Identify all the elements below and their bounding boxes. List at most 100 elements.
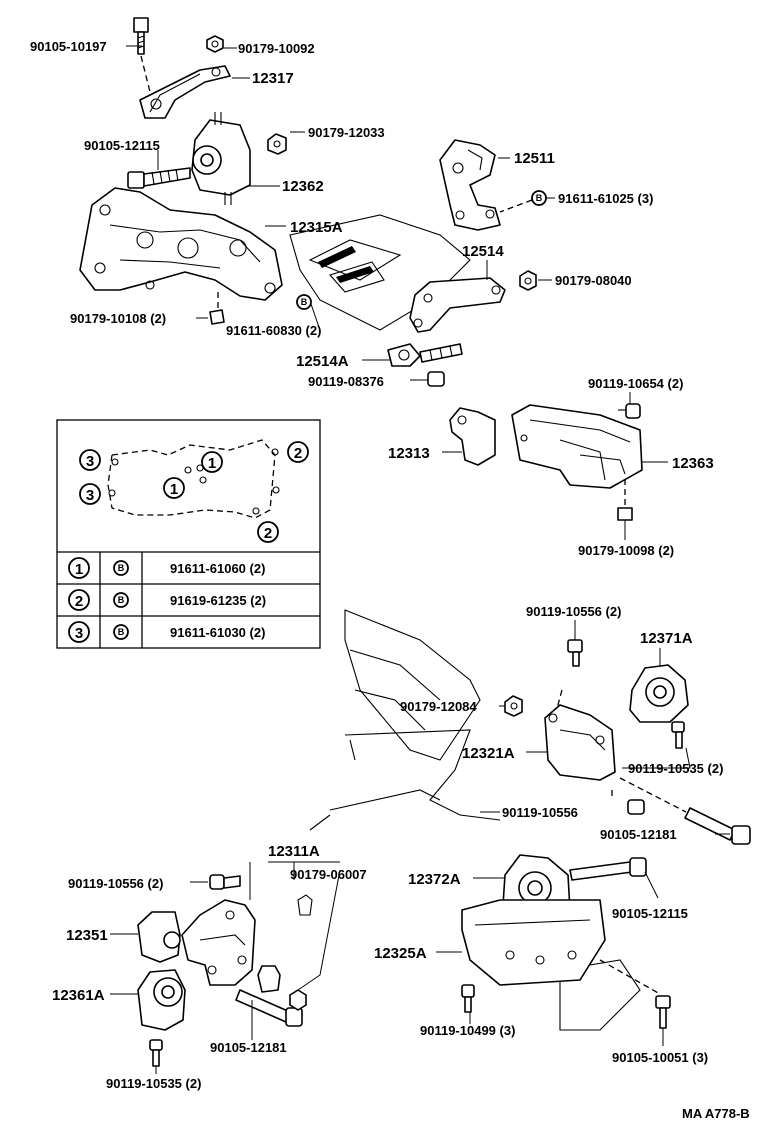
- label-90105-10051: 90105-10051 (3): [612, 1050, 708, 1065]
- bolt-91611-60830: B: [296, 294, 312, 310]
- label-90119-10556-a: 90119-10556 (2): [526, 604, 621, 619]
- label-90119-10499: 90119-10499 (3): [420, 1023, 515, 1038]
- bolt-90119-10654: [618, 403, 641, 419]
- leader-lines: [110, 45, 730, 1074]
- label-12313: 12313: [388, 445, 430, 462]
- label-12514: 12514: [462, 243, 504, 260]
- table-row-2-symbol: B: [118, 595, 125, 605]
- label-90105-12115-top: 90105-12115: [84, 138, 160, 153]
- label-90105-10197: 90105-10197: [30, 39, 107, 54]
- label-12325A: 12325A: [374, 945, 427, 962]
- label-90119-10556-b: 90119-10556: [502, 805, 578, 820]
- label-90119-10535-a: 90119-10535 (2): [628, 761, 723, 776]
- bolt-90119-10556-a: [555, 639, 583, 713]
- bolt-90119-10535-b: [149, 1039, 163, 1067]
- bracket-12311A: [181, 899, 256, 986]
- engine-block-outline: [289, 214, 641, 1031]
- nut-90179-06007: [289, 869, 341, 1011]
- label-12372A: 12372A: [408, 871, 461, 888]
- table-row-1-symbol: B: [118, 563, 125, 573]
- bracket-12514A: [387, 343, 463, 367]
- label-90119-08376: 90119-08376: [308, 374, 384, 389]
- label-12315A: 12315A: [290, 219, 343, 236]
- bolt-90119-08376: [427, 371, 445, 387]
- bracket-12315A: [79, 187, 283, 301]
- label-12351: 12351: [66, 927, 108, 944]
- label-12371A: 12371A: [640, 630, 693, 647]
- label-91611-60830: 91611-60830 (2): [226, 323, 321, 338]
- label-12311A: 12311A: [268, 843, 320, 860]
- inset-callouts: 3 3 1 1 2 2: [79, 441, 309, 543]
- label-91611-61025: 91611-61025 (3): [558, 191, 653, 206]
- bracket-12321A: [544, 704, 616, 781]
- label-90179-10098: 90179-10098 (2): [578, 543, 674, 558]
- label-90179-10092: 90179-10092: [238, 41, 315, 56]
- bolt-90105-12181-a: [619, 777, 751, 845]
- callout-2-b: 2: [264, 525, 272, 542]
- footer-code: MA A778-B: [682, 1106, 750, 1121]
- label-12317: 12317: [252, 70, 294, 87]
- callout-3-b: 3: [86, 487, 94, 504]
- table-row-1-key: 1: [75, 561, 83, 578]
- label-90179-12033: 90179-12033: [308, 125, 385, 140]
- collar-12311A: [257, 965, 281, 993]
- insulator-12371A: [629, 664, 689, 723]
- label-90105-12181-b: 90105-12181: [210, 1040, 287, 1055]
- bolt-90119-10535-a: [671, 721, 685, 749]
- bolt-90119-10556-b: [611, 790, 645, 815]
- label-90179-08040: 90179-08040: [555, 273, 632, 288]
- label-90119-10654: 90119-10654 (2): [588, 376, 683, 391]
- insulator-12351: [137, 911, 181, 963]
- nut-90179-10098: [617, 478, 633, 521]
- bolt-table: 1 B 91611-61060 (2) 2 B 91619-61235 (2) …: [68, 557, 266, 643]
- callout-3-a: 3: [86, 453, 94, 470]
- bracket-12514: [409, 277, 506, 333]
- label-90105-12181-a: 90105-12181: [600, 827, 677, 842]
- nut-90179-08040: [519, 270, 537, 291]
- bracket-12313: [449, 407, 496, 466]
- insulator-12363: [511, 404, 643, 489]
- part-labels: 90105-10197 90179-10092 12317 90179-1203…: [30, 39, 750, 1121]
- table-row-2-key: 2: [75, 593, 83, 610]
- bracket-90179-06007: [297, 894, 313, 916]
- inset-bolt-location-box: [56, 419, 321, 649]
- label-12362: 12362: [282, 178, 324, 195]
- bolt-90119-10556-c: [209, 874, 241, 890]
- label-90179-06007: 90179-06007: [290, 867, 367, 882]
- label-90179-10108: 90179-10108 (2): [70, 311, 166, 326]
- bracket-12317: [139, 65, 231, 119]
- svg-text:B: B: [536, 193, 543, 203]
- table-row-3-symbol: B: [118, 627, 125, 637]
- table-row-3-part: 91611-61030 (2): [170, 625, 265, 640]
- label-90179-12084: 90179-12084: [400, 699, 477, 714]
- insulator-12362: [191, 112, 251, 205]
- callout-2-a: 2: [294, 445, 302, 462]
- bolt-90105-12115-b: [569, 857, 647, 881]
- label-12363: 12363: [672, 455, 714, 472]
- bracket-12325A: [461, 899, 606, 986]
- table-row-2-part: 91619-61235 (2): [170, 593, 266, 608]
- callout-1-a: 1: [208, 455, 216, 472]
- bolt-90105-12115-top: [127, 167, 191, 189]
- nut-90179-10092: [206, 35, 224, 53]
- nut-90179-10108: [209, 292, 225, 325]
- nut-90179-12084: [504, 695, 523, 717]
- bolt-90105-10197: [133, 17, 151, 93]
- bolt-91611-61025: B: [499, 190, 547, 213]
- bolt-90105-10051: [599, 959, 671, 1029]
- table-row-1-part: 91611-61060 (2): [170, 561, 265, 576]
- label-12511: 12511: [514, 150, 555, 167]
- label-12361A: 12361A: [52, 987, 105, 1004]
- callout-1-b: 1: [170, 481, 178, 498]
- svg-text:B: B: [301, 297, 308, 307]
- label-90119-10556-c: 90119-10556 (2): [68, 876, 163, 891]
- table-row-3-key: 3: [75, 625, 83, 642]
- insulator-12361A: [137, 969, 186, 1031]
- label-90105-12115-b: 90105-12115: [612, 906, 688, 921]
- label-12321A: 12321A: [462, 745, 515, 762]
- label-12514A: 12514A: [296, 353, 349, 370]
- bolt-90119-10499: [461, 984, 475, 1013]
- bracket-12511: [439, 139, 501, 231]
- label-90119-10535-b: 90119-10535 (2): [106, 1076, 201, 1091]
